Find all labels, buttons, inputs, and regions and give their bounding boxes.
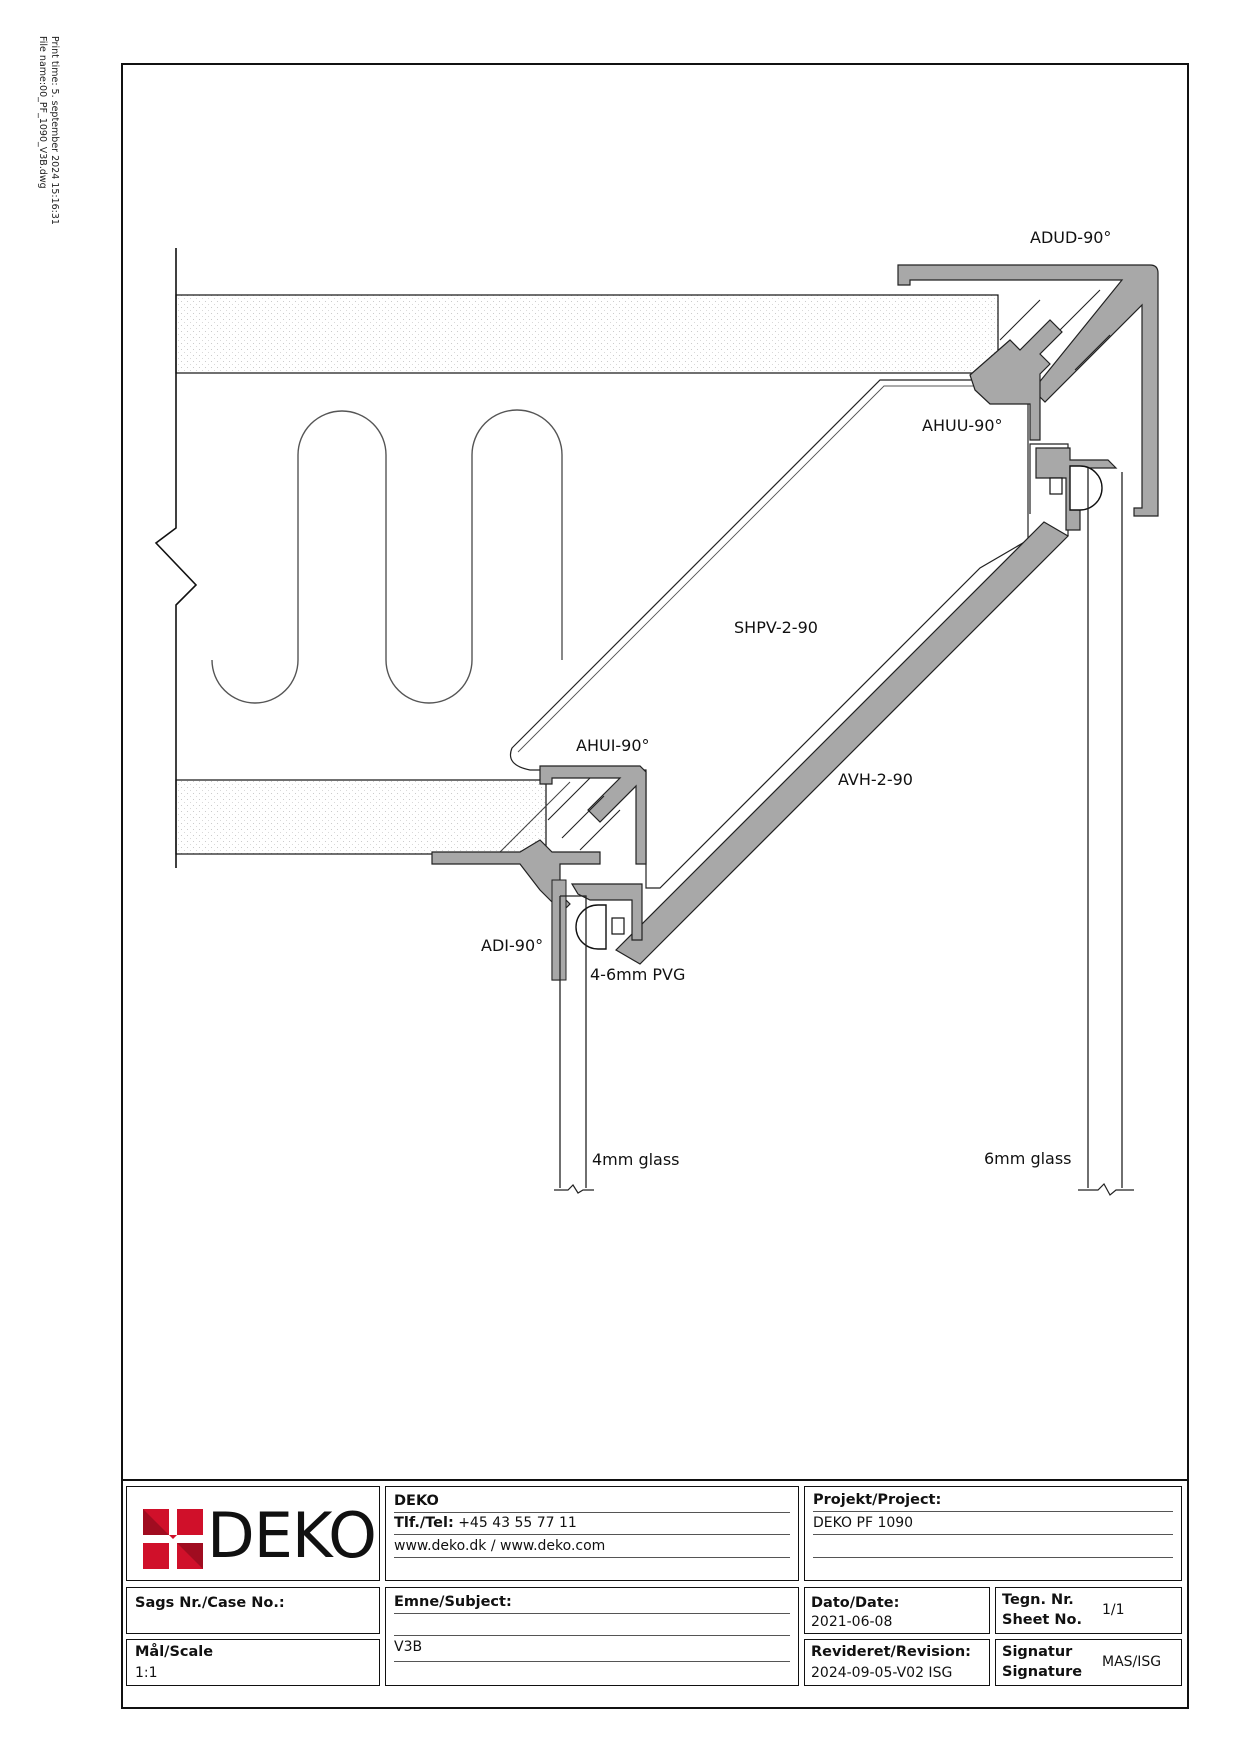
phone-label: Tlf./Tel:: [394, 1515, 454, 1531]
avh-profile: [615, 521, 1069, 965]
adi-profile: [431, 839, 601, 981]
adi-flange: [551, 879, 567, 981]
glass-6mm-break: [1078, 1183, 1134, 1196]
date-value: 2021-06-08: [811, 1614, 893, 1630]
scale-value: 1:1: [135, 1665, 158, 1681]
sheet-label-2: Sheet No.: [1002, 1612, 1083, 1628]
subject-label: Emne/Subject:: [394, 1594, 512, 1610]
case-cell: Sags Nr./Case No.:: [126, 1587, 380, 1634]
ahui-profile: [539, 765, 647, 865]
project-label: Projekt/Project:: [813, 1492, 942, 1508]
signature-label-2: Signature: [1002, 1664, 1083, 1680]
label-pvg: 4-6mm PVG: [590, 965, 685, 984]
glass-4mm: [559, 895, 587, 1188]
sheet-label-1: Tegn. Nr.: [1002, 1592, 1074, 1608]
top-gasket-clip: [1049, 477, 1063, 495]
bottom-gasket-clip: [611, 917, 625, 935]
deko-logo-text: DEKO: [207, 1499, 377, 1572]
signature-value: MAS/ISG: [1102, 1654, 1162, 1670]
label-ahuu: AHUU-90°: [922, 416, 1003, 435]
label-shpv: SHPV-2-90: [734, 618, 818, 637]
label-glass-4mm: 4mm glass: [592, 1150, 680, 1169]
heating-loop-pipe-inner: [297, 455, 473, 660]
label-adi: ADI-90°: [481, 936, 543, 955]
glass-4mm-break: [554, 1184, 594, 1194]
label-ahui: AHUI-90°: [576, 736, 650, 755]
label-glass-6mm: 6mm glass: [984, 1149, 1072, 1168]
ahui-profile-inner: [547, 777, 621, 851]
phone-value: +45 43 55 77 11: [458, 1515, 577, 1531]
scale-cell: Mål/Scale 1:1: [126, 1639, 380, 1686]
glass-6mm: [1087, 468, 1123, 1188]
signature-label-1: Signatur: [1002, 1644, 1073, 1660]
case-label: Sags Nr./Case No.:: [135, 1595, 285, 1611]
drawing-sheet: [121, 63, 1189, 1709]
sheet-cell: Tegn. Nr. Sheet No. 1/1: [995, 1587, 1182, 1634]
sheet-value: 1/1: [1102, 1602, 1125, 1618]
signature-cell: Signatur Signature MAS/ISG: [995, 1639, 1182, 1686]
logo-cell: DEKO: [126, 1486, 380, 1581]
subject-cell: Emne/Subject: V3B: [385, 1587, 799, 1686]
bottom-gasket-holder: [570, 883, 643, 941]
label-adud: ADUD-90°: [1030, 228, 1111, 247]
scale-label: Mål/Scale: [135, 1644, 214, 1660]
company-web: www.deko.dk / www.deko.com: [394, 1538, 606, 1554]
company-name: DEKO: [394, 1493, 439, 1509]
shpv-panel: [509, 379, 1029, 889]
bottom-gasket: [575, 904, 607, 950]
diagonal-guide: [497, 781, 571, 855]
project-cell: Projekt/Project: DEKO PF 1090: [804, 1486, 1182, 1581]
deko-logo-mark: [143, 1509, 203, 1569]
date-cell: Dato/Date: 2021-06-08: [804, 1587, 990, 1634]
company-cell: DEKO Tlf./Tel: +45 43 55 77 11 www.deko.…: [385, 1486, 799, 1581]
label-avh: AVH-2-90: [838, 770, 913, 789]
top-gasket: [1069, 465, 1103, 511]
revision-label: Revideret/Revision:: [811, 1644, 971, 1660]
heating-loop-pipe: [211, 409, 563, 704]
subject-value: V3B: [394, 1639, 423, 1655]
date-label: Dato/Date:: [811, 1595, 900, 1611]
company-phone: Tlf./Tel: +45 43 55 77 11: [394, 1515, 790, 1531]
adud-profile: [897, 264, 1159, 517]
revision-value: 2024-09-05-V02 ISG: [811, 1665, 953, 1681]
ahuu-profile: [969, 319, 1063, 441]
wall-break-line: [154, 248, 198, 868]
top-insulation-panel: [175, 294, 999, 374]
title-block: DEKO DEKO Tlf./Tel: +45 43 55 77 11 www.…: [121, 1479, 1189, 1711]
bottom-insulation-panel: [175, 779, 547, 855]
project-value: DEKO PF 1090: [813, 1515, 914, 1531]
revision-cell: Revideret/Revision: 2024-09-05-V02 ISG: [804, 1639, 990, 1686]
adud-profile-channel: [999, 289, 1111, 371]
